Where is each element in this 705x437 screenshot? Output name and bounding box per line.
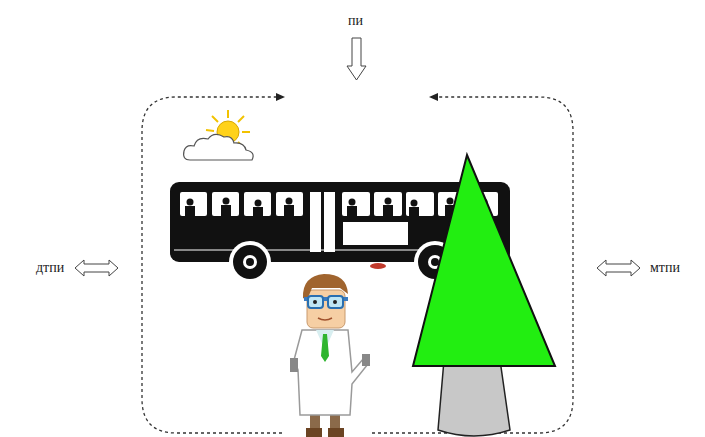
arrow-head xyxy=(276,93,285,101)
scientist xyxy=(290,274,370,437)
system-boundary xyxy=(142,97,573,433)
boundary-left xyxy=(142,97,282,433)
flow-label: пи xyxy=(348,13,363,29)
flow-label: дтпи xyxy=(36,260,64,276)
input-arrow xyxy=(347,38,366,80)
sun-cloud xyxy=(184,110,254,160)
arrow-head xyxy=(429,93,438,101)
exchange-arrow xyxy=(75,260,118,276)
tree xyxy=(413,155,555,436)
flow-label: мтпи xyxy=(650,260,680,276)
exchange-arrow xyxy=(597,260,640,276)
